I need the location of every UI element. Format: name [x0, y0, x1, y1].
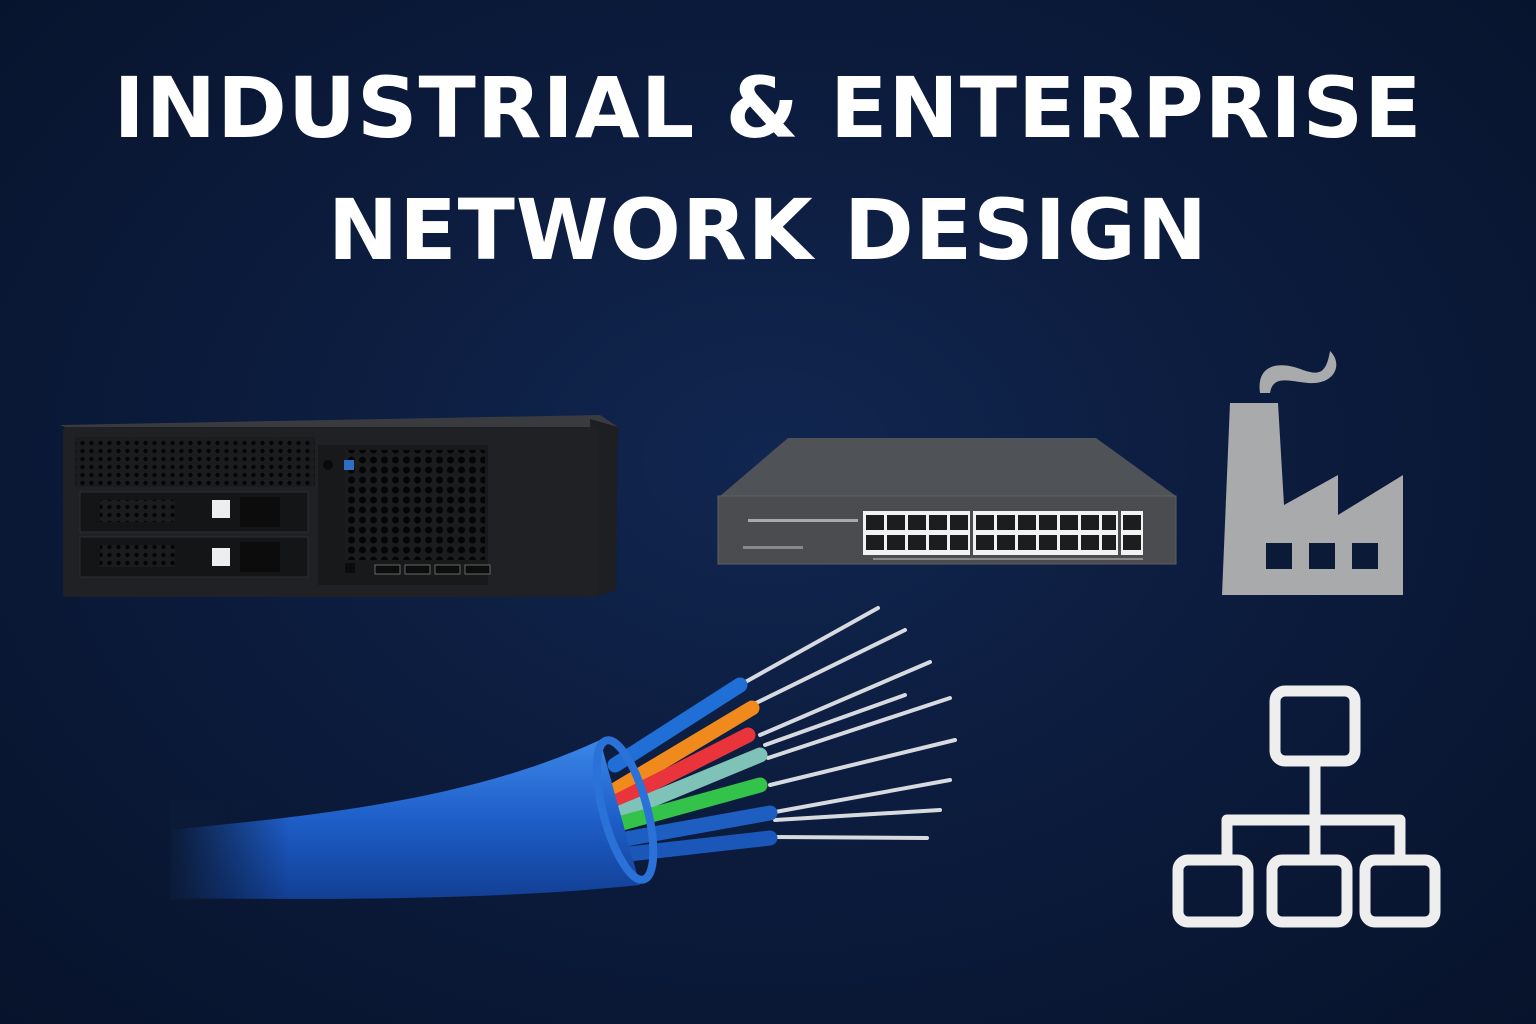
title-line-2: NETWORK DESIGN — [327, 181, 1209, 279]
factory-icon — [1218, 345, 1404, 597]
cable-icon — [170, 600, 970, 900]
server-icon — [60, 415, 625, 600]
network-hierarchy-icon — [1172, 685, 1442, 930]
switch-icon — [708, 434, 1178, 566]
title-line-1: INDUSTRIAL & ENTERPRISE — [113, 59, 1423, 157]
